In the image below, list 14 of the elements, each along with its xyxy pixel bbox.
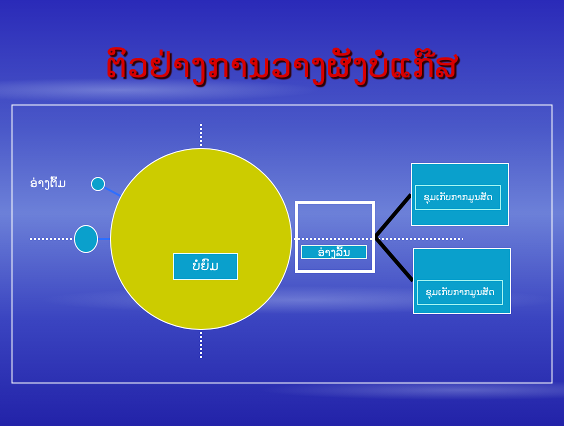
tank-label: ບໍ່ຍົມ (173, 253, 238, 280)
manure-pit-box: ຊຸມເກັບກາກມູນສັດ (411, 163, 509, 226)
connector-line (373, 193, 413, 238)
inlet-circle (74, 225, 98, 253)
inlet-circle (91, 177, 105, 191)
connector-line (373, 236, 415, 282)
pipe-line (104, 186, 122, 198)
title: ຕົວຢ່າງການວາງຜັງບໍ່ແກ໊ສ (104, 46, 460, 86)
part-label: ອ່າງຕົ້ມ (30, 176, 66, 190)
pipe-line (98, 238, 110, 240)
tank-label: ອ່າງລົ້ນ (301, 245, 367, 259)
manure-pit-box: ຊຸມເກັບກາກມູນສັດ (413, 248, 511, 314)
digester-circle (110, 148, 292, 330)
tank-box (295, 201, 375, 273)
